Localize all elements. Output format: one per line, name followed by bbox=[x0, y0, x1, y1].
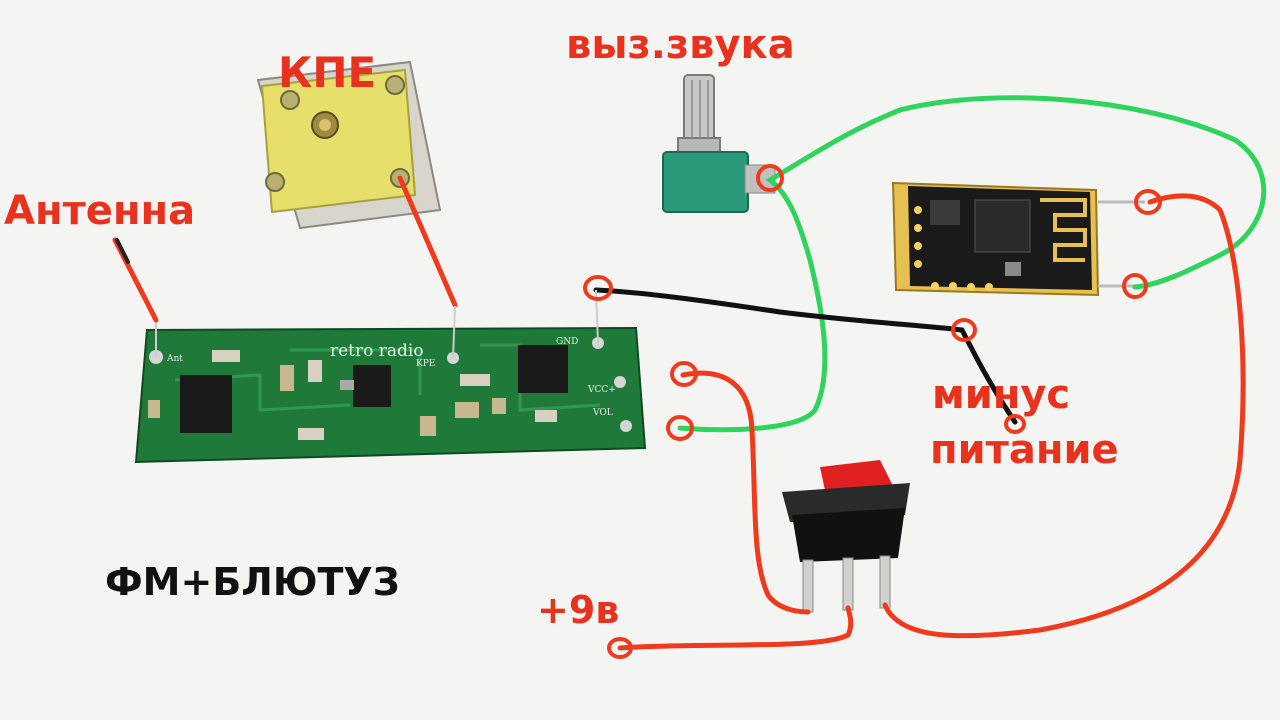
antenna-wire bbox=[112, 237, 159, 323]
bluetooth-module bbox=[891, 181, 1145, 297]
pin-vcc-label: VCC+ bbox=[587, 385, 616, 395]
label-minus-power-line2: питание bbox=[930, 427, 1119, 473]
red-wire-vcc bbox=[680, 370, 811, 615]
kpe-capacitor bbox=[256, 60, 458, 308]
label-antenna: Антенна bbox=[4, 188, 196, 234]
black-wire-ground bbox=[593, 287, 1018, 425]
pin-vol-label: VOL bbox=[592, 408, 613, 418]
red-wire-plus9v bbox=[617, 605, 854, 651]
board-name: retro radio bbox=[330, 341, 424, 361]
connection-markers bbox=[583, 164, 1162, 659]
fm-radio-board: retro radio Ant KPE GND VCC+ VOL bbox=[134, 305, 647, 464]
label-plus9v: +9в bbox=[537, 588, 620, 632]
pin-gnd-label: GND bbox=[556, 337, 578, 347]
label-minus-power-line1: минус bbox=[932, 372, 1071, 418]
volume-potentiometer bbox=[662, 74, 776, 213]
red-wire-switch-to-bt bbox=[882, 193, 1246, 639]
pin-ant-label: Ant bbox=[166, 354, 183, 364]
label-kpe: КПЕ bbox=[278, 48, 377, 97]
diagram-title: ФМ+БЛЮТУЗ bbox=[105, 560, 400, 604]
green-wire-audio bbox=[677, 95, 1267, 433]
rocker-switch bbox=[782, 460, 910, 613]
pin-kpe-label: KPE bbox=[416, 359, 435, 369]
label-volume: выз.звука bbox=[566, 22, 795, 68]
